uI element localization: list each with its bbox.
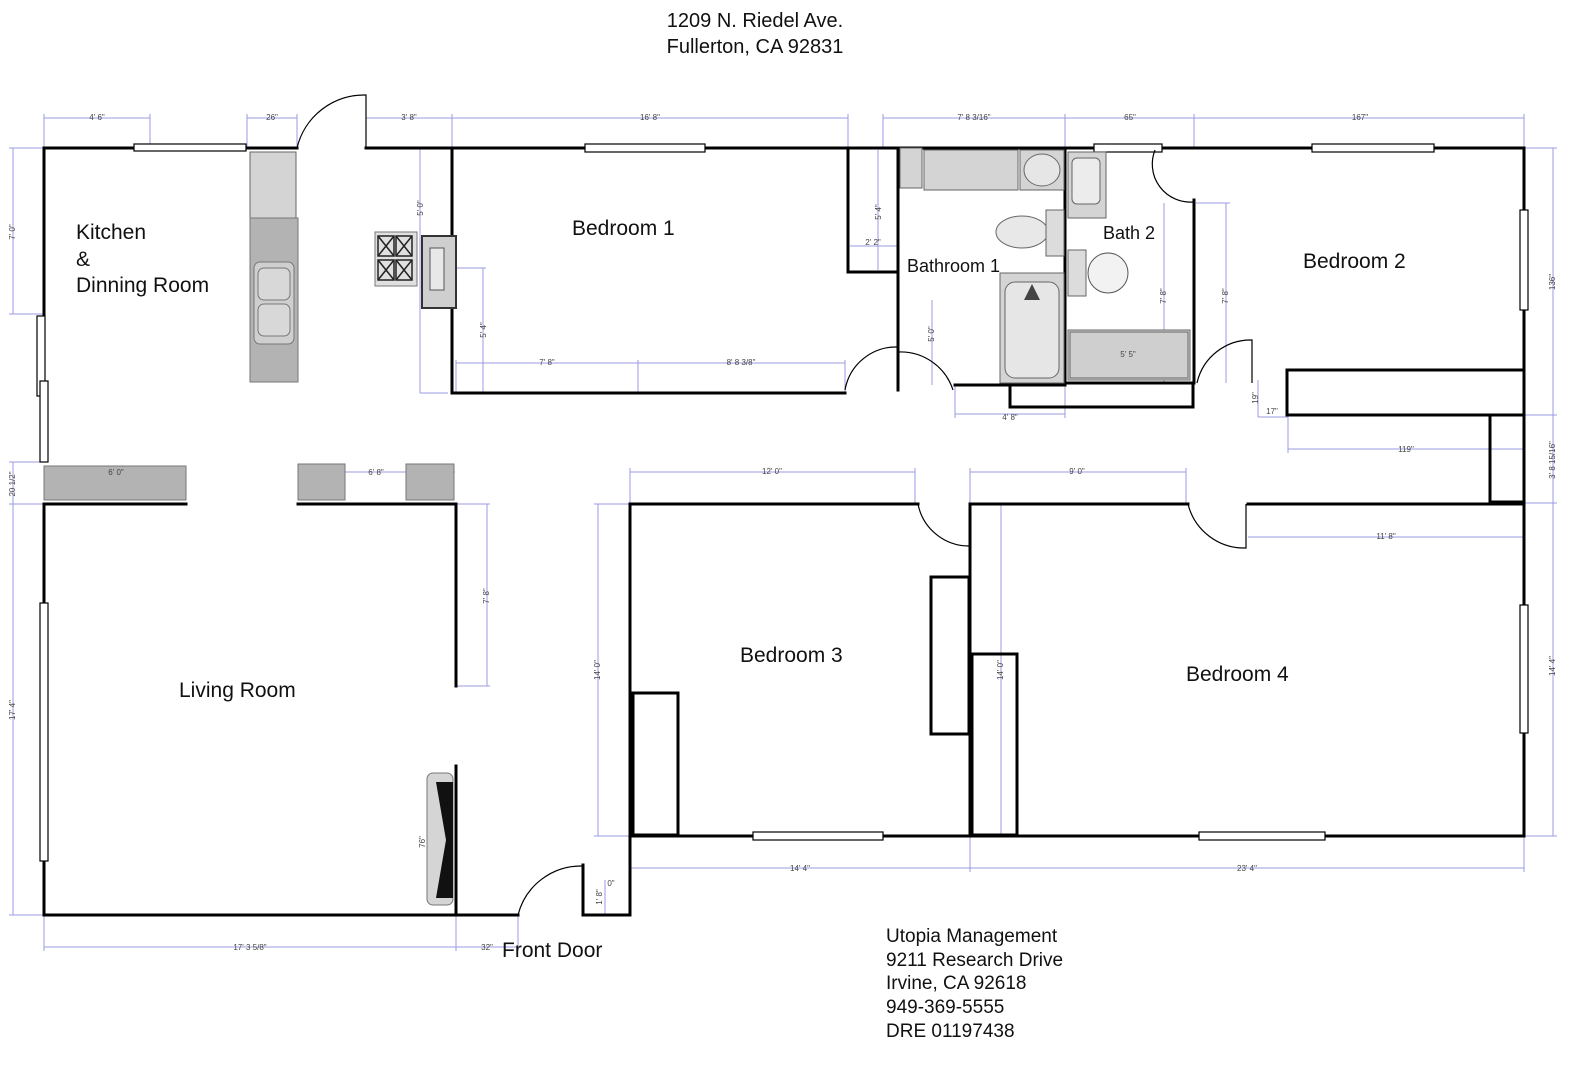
- dim-closet-5-4: 5' 4": [874, 204, 883, 220]
- living-room-label: Living Room: [179, 679, 296, 702]
- dim-bed4-14-0: 14' 0": [996, 660, 1005, 680]
- bathroom1-label: Bathroom 1: [907, 256, 1000, 276]
- dim-17-4: 17' 4": [8, 700, 17, 720]
- dim-bath1-5-0: 5' 0": [927, 326, 936, 342]
- refrigerator: [249, 151, 297, 219]
- dim-6-8: 6' 8": [368, 468, 384, 477]
- dim-2-2: 2' 2": [865, 238, 881, 247]
- dim-4-6: 4' 6": [89, 113, 105, 122]
- dim-19: 19": [1251, 392, 1260, 404]
- dim-12-0: 12' 0": [762, 467, 782, 476]
- dim-0: 0": [607, 879, 614, 888]
- dim-23-4: 23' 4": [1237, 864, 1257, 873]
- company-info: Utopia Management 9211 Research Drive Ir…: [886, 925, 1063, 1044]
- dim-3-8: 3' 8": [401, 113, 417, 122]
- dim-26: 26": [266, 113, 278, 122]
- dim-bath2-7-8: 7' 8": [1159, 288, 1168, 304]
- dim-11-8: 11' 8": [1376, 532, 1396, 541]
- room-labels: Kitchen & Dinning Room Bedroom 1 Bathroo…: [76, 217, 1406, 962]
- address-city: Fullerton, CA 92831: [666, 36, 844, 58]
- dim-17-3-5-8: 17' 3 5/8": [233, 943, 266, 952]
- dim-136: 136": [1548, 274, 1557, 290]
- dim-living-7-8: 7' 8": [482, 588, 491, 604]
- dim-5-4: 5' 4": [479, 322, 488, 338]
- kitchen-ampersand: &: [76, 248, 90, 271]
- bath2-label: Bath 2: [1103, 223, 1155, 243]
- dim-76: 76": [418, 836, 427, 848]
- fixtures: [43, 147, 1191, 906]
- dim-5-5: 5' 5": [1120, 350, 1136, 359]
- company-license: DRE 01197438: [886, 1020, 1015, 1042]
- toilet2-icon: [1087, 252, 1129, 294]
- dim-65: 65": [1124, 113, 1136, 122]
- dining-room-label: Dinning Room: [76, 274, 209, 297]
- dim-right-14-4: 14' 4": [1548, 656, 1557, 676]
- company-city: Irvine, CA 92618: [886, 973, 1027, 995]
- dim-1-8: 1' 8": [595, 889, 604, 905]
- bedroom3-label: Bedroom 3: [740, 644, 843, 667]
- address-street: 1209 N. Riedel Ave.: [666, 10, 844, 32]
- bedroom1-label: Bedroom 1: [572, 217, 675, 240]
- dimension-labels: 4' 6" 26" 3' 8" 16' 8" 7' 8 3/16" 65" 16…: [8, 113, 1557, 952]
- kitchen-label: Kitchen: [76, 221, 146, 244]
- dim-7-8-bed1: 7' 8": [539, 358, 555, 367]
- dim-8-8-3-8: 8' 8 3/8": [727, 358, 756, 367]
- company-name: Utopia Management: [886, 926, 1058, 947]
- dim-6-0: 6' 0": [108, 468, 124, 477]
- doors: [296, 94, 1253, 916]
- windows: [36, 143, 1529, 862]
- bathtub-upper: [923, 149, 1019, 191]
- dim-bottom-14-4: 14' 4": [790, 864, 810, 873]
- dining-counter: [43, 465, 187, 501]
- dim-5-0: 5' 0": [416, 200, 425, 216]
- company-street: 9211 Research Drive: [886, 949, 1064, 971]
- dim-7-0: 7' 0": [8, 224, 17, 240]
- dim-119: 119": [1398, 445, 1414, 454]
- dim-9-0: 9' 0": [1069, 467, 1085, 476]
- property-address: 1209 N. Riedel Ave. Fullerton, CA 92831: [600, 8, 910, 60]
- dim-16-8: 16' 8": [640, 113, 660, 122]
- dim-167: 167": [1352, 113, 1368, 122]
- bedroom4-label: Bedroom 4: [1186, 663, 1289, 686]
- dim-bed2-7-8: 7' 8": [1221, 288, 1230, 304]
- toilet1-icon: [995, 215, 1049, 249]
- front-door-label: Front Door: [502, 939, 602, 962]
- bedroom2-label: Bedroom 2: [1303, 250, 1406, 273]
- dim-7-8-3-16: 7' 8 3/16": [957, 113, 990, 122]
- company-phone: 949-369-5555: [886, 997, 1005, 1019]
- dim-3-8-15-16: 3' 8 15/16": [1548, 441, 1557, 479]
- dim-20-half: 20 1/2": [8, 471, 17, 496]
- dim-4-8: 4' 8": [1002, 413, 1018, 422]
- dimension-lines: [9, 114, 1557, 951]
- dim-17: 17": [1266, 407, 1278, 416]
- dim-32: 32": [481, 943, 493, 952]
- dim-bed3-14-0: 14' 0": [593, 660, 602, 680]
